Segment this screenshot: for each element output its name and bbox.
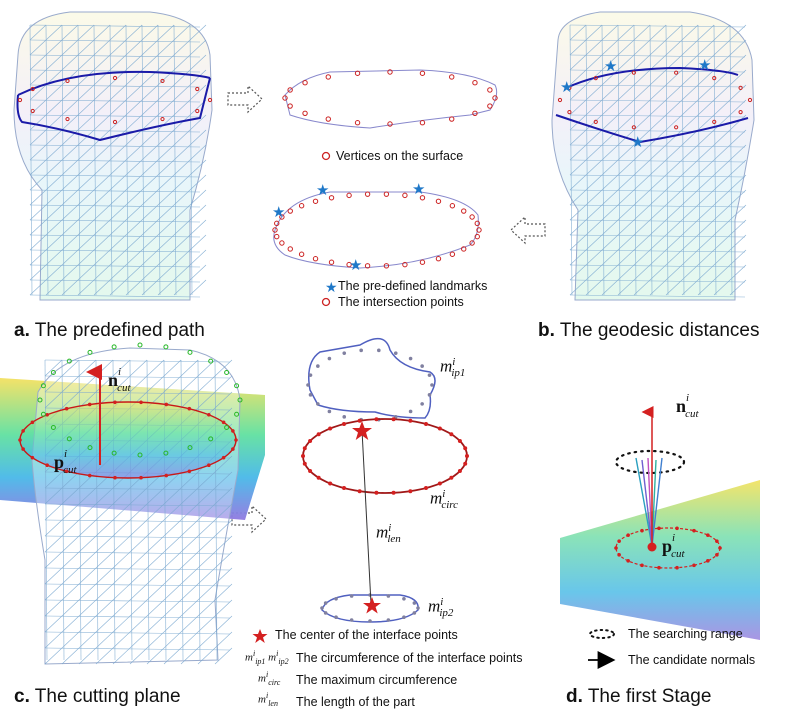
landmark-legend-star-icon: ★: [325, 279, 338, 295]
arrow-b-to-path: [510, 215, 546, 245]
landmark-star-icon: ★: [412, 180, 426, 198]
n-cut-label-d: nicut: [676, 392, 699, 420]
path-lower-a: [16, 77, 211, 142]
plane-d: [560, 406, 760, 640]
vertex-legend-marker: [321, 151, 331, 161]
landmark-star-icon: ★: [698, 56, 712, 74]
landmark-star-icon: ★: [316, 181, 330, 199]
path-loop-bottom: [272, 191, 482, 269]
circ-interface-legend-label: The circumference of the interface point…: [296, 651, 523, 665]
landmark-star-icon: ★: [560, 78, 574, 96]
intersection-legend-marker: [321, 297, 331, 307]
n-cut-label-c: nicut: [108, 366, 131, 394]
caption-b: b. The geodesic distances: [538, 320, 760, 341]
max-circ-legend-label: The maximum circumference: [296, 673, 458, 687]
caption-a: a. The predefined path: [14, 320, 205, 341]
m-len-label: milen: [376, 522, 401, 546]
normals-legend-label: The candidate normals: [628, 653, 756, 667]
center-point-d: [647, 542, 657, 552]
p-cut-label-c: picut: [54, 448, 77, 476]
caption-c: c. The cutting plane: [14, 686, 181, 707]
intersections-legend-label: The intersection points: [338, 295, 464, 309]
center-legend-star: [252, 629, 268, 643]
landmark-star-icon: ★: [349, 256, 363, 274]
arrow-a-to-path: [227, 84, 263, 114]
range-legend-label: The searching range: [628, 627, 743, 641]
landmarks-legend-label: The pre-defined landmarks: [338, 279, 488, 293]
mesh-b: [551, 11, 755, 301]
ip2-loop: [320, 593, 420, 623]
max-circ-legend-symbol: micirc: [258, 670, 281, 687]
m-ip2-label: miip2: [428, 596, 454, 620]
ip1-loop: [306, 337, 436, 422]
center-star-top: [352, 421, 372, 440]
center-legend-label: The center of the interface points: [275, 628, 458, 642]
arrow-c-to-loops: [231, 504, 267, 534]
cutting-plane-d: [560, 480, 760, 640]
m-circ-label: micirc: [430, 488, 459, 512]
length-line: [361, 429, 372, 605]
length-legend-label: The length of the part: [296, 695, 415, 709]
circ-interface-legend-symbol: miip1 miip2: [245, 649, 289, 666]
caption-d: d. The first Stage: [566, 686, 712, 707]
range-legend-marker: [589, 629, 615, 639]
path-loop-top: [282, 69, 498, 129]
vertices-legend-label: Vertices on the surface: [336, 149, 464, 163]
search-range-ellipse: [614, 449, 686, 475]
path-upper-b: [565, 66, 739, 89]
p-cut-label-d: picut: [662, 532, 685, 560]
landmark-star-icon: ★: [272, 203, 286, 221]
mesh-c: [0, 342, 265, 665]
landmark-star-icon: ★: [631, 133, 645, 151]
path-upper-a: [17, 70, 211, 96]
path-lower-b: [555, 114, 749, 144]
landmark-star-icon: ★: [604, 57, 618, 75]
circ-loop: [301, 417, 469, 495]
mesh-a: [13, 11, 213, 301]
length-legend-symbol: milen: [258, 691, 278, 708]
m-ip1-label: miip1: [440, 356, 466, 380]
center-star-bottom: [363, 597, 381, 614]
